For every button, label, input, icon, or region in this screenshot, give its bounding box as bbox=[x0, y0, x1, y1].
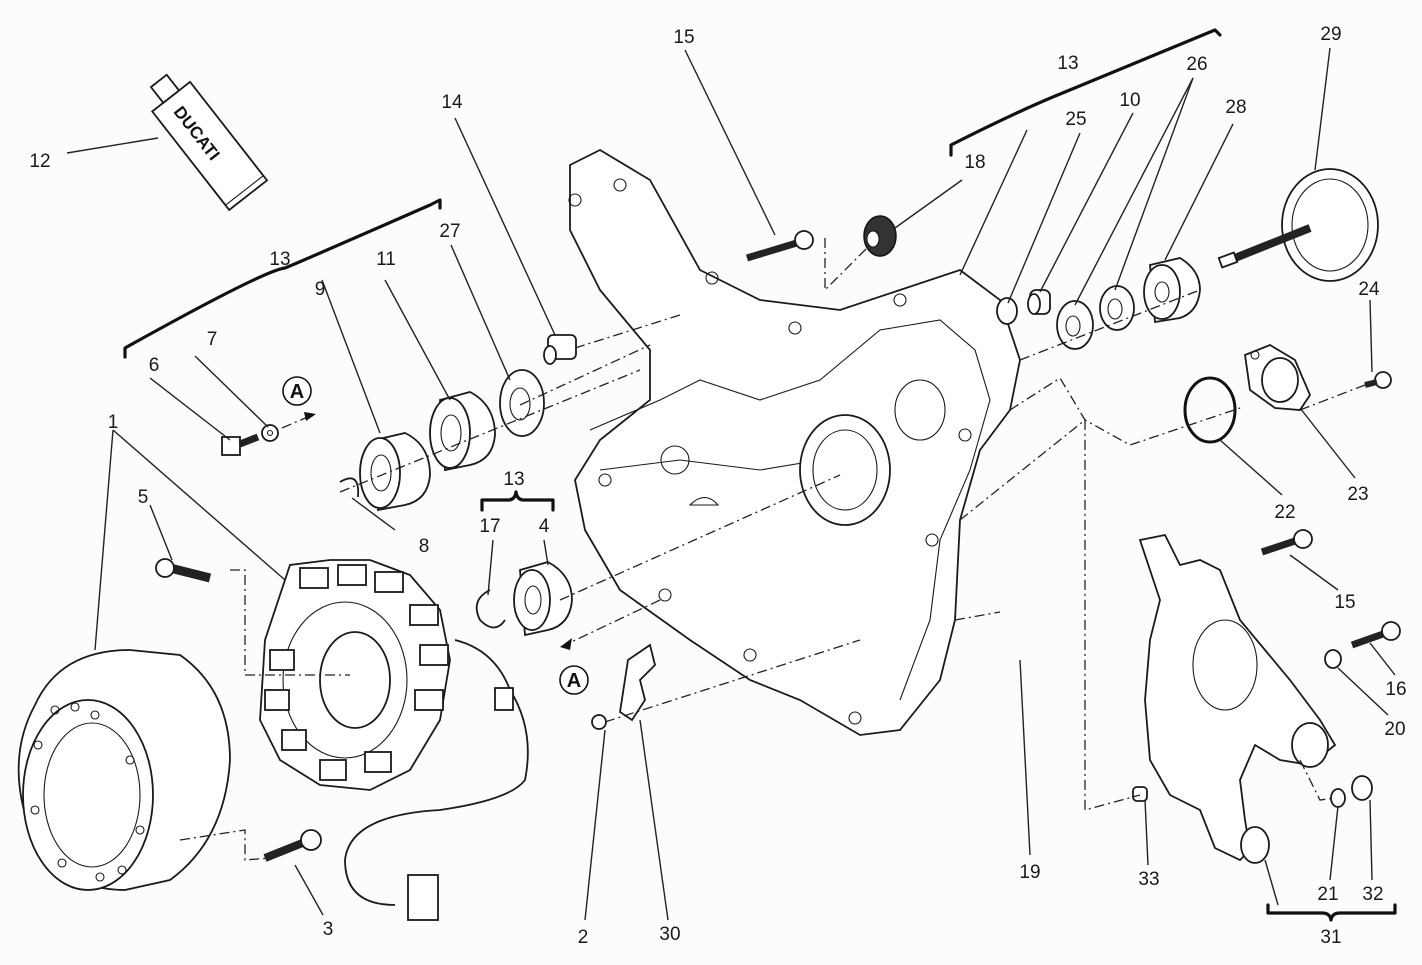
seal-18-part bbox=[863, 215, 897, 257]
reference-marker-a-lower: A bbox=[559, 665, 589, 695]
callout-19: 19 bbox=[1019, 862, 1040, 883]
callout-29: 29 bbox=[1320, 24, 1341, 45]
washer-20-part bbox=[1324, 649, 1342, 669]
callout-16: 16 bbox=[1385, 679, 1406, 700]
callout-5: 5 bbox=[138, 487, 149, 508]
callout-33: 33 bbox=[1138, 869, 1159, 890]
callout-24: 24 bbox=[1358, 279, 1380, 300]
screw-16-part bbox=[1350, 621, 1401, 649]
bracket-30-part bbox=[619, 643, 656, 722]
callout-21: 21 bbox=[1317, 884, 1338, 905]
callout-3: 3 bbox=[323, 919, 334, 940]
brace-13-left bbox=[123, 198, 442, 359]
stator-part bbox=[259, 559, 451, 791]
bearing-11-part bbox=[429, 391, 496, 472]
generator-cover-part bbox=[568, 148, 1021, 736]
bushing-10-part bbox=[1027, 289, 1051, 315]
dowel-14-part bbox=[543, 334, 577, 365]
pump-housing-part bbox=[1138, 533, 1337, 864]
brace-13-right bbox=[949, 28, 1222, 157]
callout-labels: 12 1 5 6 7 13 9 11 27 14 8 13 17 4 15 13… bbox=[29, 24, 1406, 948]
callout-12: 12 bbox=[29, 151, 50, 172]
reference-marker-a-upper: A bbox=[282, 376, 312, 406]
washer-25-part bbox=[996, 297, 1018, 325]
callout-9: 9 bbox=[315, 279, 326, 300]
callout-28: 28 bbox=[1225, 97, 1246, 118]
dowel-33-part bbox=[1132, 786, 1148, 802]
callout-11: 11 bbox=[376, 249, 396, 270]
impeller-29-part bbox=[1217, 168, 1379, 282]
washer-26b-part bbox=[1099, 285, 1135, 331]
washer-21-part bbox=[1330, 788, 1346, 808]
bolt-6-part bbox=[221, 436, 241, 456]
bearing-4-part bbox=[513, 561, 573, 637]
circlip-17-part bbox=[475, 589, 506, 629]
svg-text:A: A bbox=[567, 670, 581, 692]
callout-7: 7 bbox=[207, 329, 218, 350]
callout-13-right: 13 bbox=[1057, 53, 1078, 74]
callout-1: 1 bbox=[108, 412, 119, 433]
screw-3-part bbox=[263, 829, 322, 862]
callout-18: 18 bbox=[964, 152, 985, 173]
bearing-9-part bbox=[359, 432, 431, 512]
callout-25: 25 bbox=[1065, 109, 1086, 130]
callout-4: 4 bbox=[539, 516, 550, 537]
callout-20: 20 bbox=[1384, 719, 1405, 740]
callout-26: 26 bbox=[1186, 54, 1207, 75]
screw-2-part bbox=[591, 714, 607, 730]
callout-32: 32 bbox=[1362, 884, 1383, 905]
callout-15-upper: 15 bbox=[673, 27, 694, 48]
svg-text:A: A bbox=[290, 381, 304, 403]
leader-lines bbox=[66, 47, 1396, 921]
sealant-tube-part: DUCATI bbox=[149, 73, 269, 212]
screw-5-part bbox=[155, 558, 212, 583]
seal-28-part bbox=[1143, 257, 1201, 324]
cable-plug-part bbox=[494, 687, 514, 711]
callout-31: 31 bbox=[1320, 927, 1341, 948]
washer-7-part bbox=[261, 424, 279, 442]
callout-14: 14 bbox=[441, 92, 463, 113]
flange-23-part bbox=[1244, 343, 1312, 411]
callout-23: 23 bbox=[1347, 484, 1368, 505]
screw-15-upper-part bbox=[745, 230, 814, 262]
washer-27-part bbox=[499, 369, 545, 437]
callout-13-left: 13 bbox=[269, 249, 290, 270]
plug-32-part bbox=[1351, 775, 1373, 801]
brace-13-middle bbox=[480, 490, 555, 512]
callout-6: 6 bbox=[149, 355, 160, 376]
callout-17: 17 bbox=[479, 516, 500, 537]
o-ring-22-part bbox=[1183, 376, 1237, 444]
callout-15-lower: 15 bbox=[1334, 592, 1355, 613]
screw-15-lower-part bbox=[1260, 529, 1313, 556]
screw-24-part bbox=[1364, 371, 1392, 389]
washer-26a-part bbox=[1056, 300, 1094, 350]
callout-27: 27 bbox=[439, 221, 460, 242]
callout-30: 30 bbox=[659, 924, 680, 945]
brace-31 bbox=[1266, 903, 1397, 922]
callout-10: 10 bbox=[1119, 90, 1140, 111]
connector-part bbox=[407, 874, 439, 921]
callout-2: 2 bbox=[578, 927, 589, 948]
callout-22: 22 bbox=[1274, 502, 1295, 523]
callout-13-middle: 13 bbox=[503, 469, 524, 490]
rotor-part bbox=[17, 649, 231, 891]
assembly-lines bbox=[179, 238, 1366, 861]
circlip-8-part bbox=[339, 477, 360, 498]
callout-8: 8 bbox=[419, 536, 430, 557]
